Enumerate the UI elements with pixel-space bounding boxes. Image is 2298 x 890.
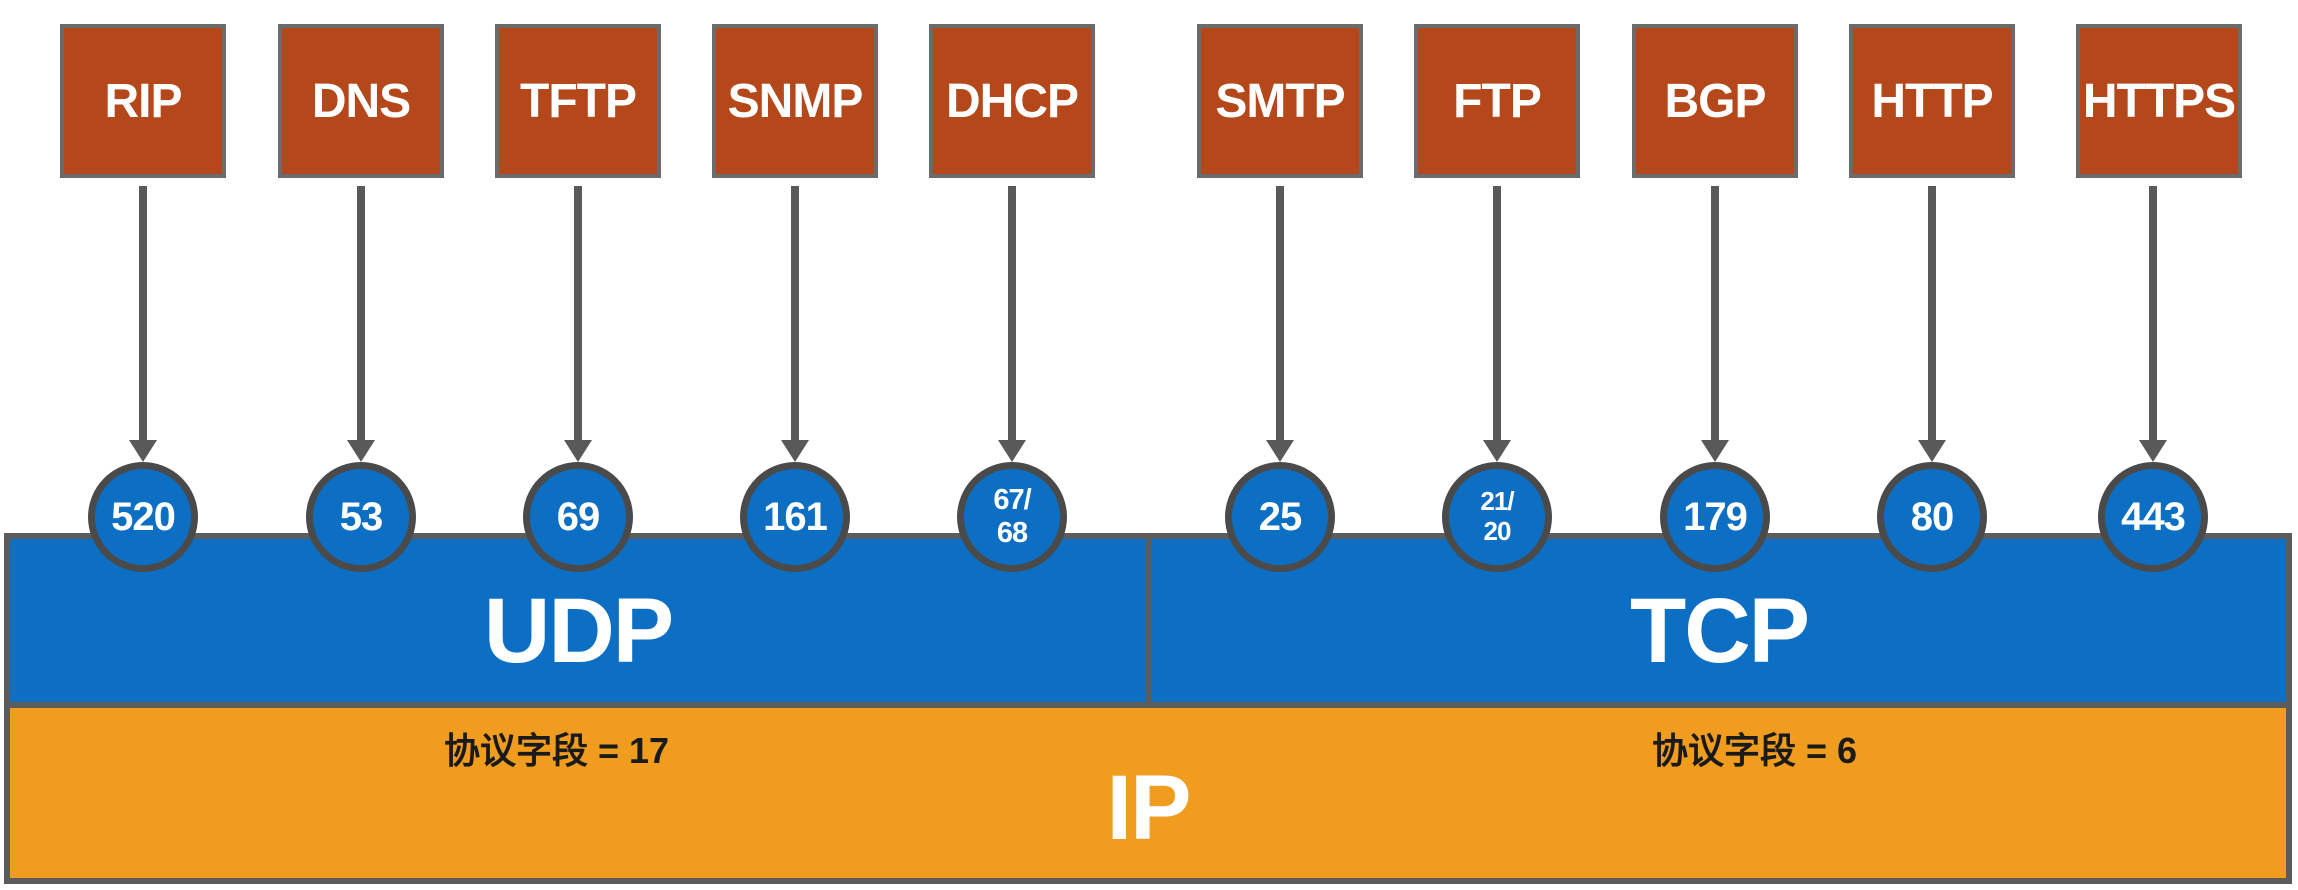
arrow-head <box>998 440 1026 462</box>
port-number: 67/ 68 <box>993 483 1031 549</box>
tcp-label: TCP <box>1630 580 1810 682</box>
arrow-line <box>1276 186 1284 448</box>
udp-protocol-field: 协议字段 = 17 <box>444 730 670 771</box>
port-circle: 69 <box>523 462 633 572</box>
arrow-head <box>1918 440 1946 462</box>
port-number: 520 <box>111 494 176 539</box>
arrow-line <box>2149 186 2157 448</box>
arrow-head <box>1701 440 1729 462</box>
port-circle: 520 <box>88 462 198 572</box>
protocol-label: HTTP <box>1871 74 1993 128</box>
protocol-box-bgp: BGP <box>1632 24 1798 178</box>
protocol-box-http: HTTP <box>1849 24 2015 178</box>
arrow-head <box>1483 440 1511 462</box>
protocol-box-snmp: SNMP <box>712 24 878 178</box>
protocol-box-dns: DNS <box>278 24 444 178</box>
arrow-line <box>574 186 582 448</box>
arrow-head <box>564 440 592 462</box>
arrow-line <box>139 186 147 448</box>
port-number: 80 <box>1910 494 1954 539</box>
port-number: 179 <box>1683 494 1748 539</box>
port-number: 53 <box>339 494 383 539</box>
arrow-head <box>1266 440 1294 462</box>
protocol-box-smtp: SMTP <box>1197 24 1363 178</box>
port-circle: 161 <box>740 462 850 572</box>
tcp-protocol-field: 协议字段 = 6 <box>1652 730 1858 771</box>
port-circle: 67/ 68 <box>957 462 1067 572</box>
protocol-label: DNS <box>311 74 411 128</box>
arrow-head <box>347 440 375 462</box>
arrow-line <box>791 186 799 448</box>
port-number: 161 <box>763 494 828 539</box>
udp-label: UDP <box>483 580 674 682</box>
protocol-box-rip: RIP <box>60 24 226 178</box>
protocol-box-tftp: TFTP <box>495 24 661 178</box>
arrow-line <box>1493 186 1501 448</box>
protocol-box-https: HTTPS <box>2076 24 2242 178</box>
protocol-label: TFTP <box>520 74 637 128</box>
protocol-box-dhcp: DHCP <box>929 24 1095 178</box>
protocol-label: HTTPS <box>2082 74 2236 128</box>
arrow-head <box>781 440 809 462</box>
protocol-label: SMTP <box>1215 74 1345 128</box>
protocol-label: DHCP <box>945 74 1079 128</box>
port-circle: 21/ 20 <box>1442 462 1552 572</box>
protocol-label: BGP <box>1664 74 1766 128</box>
port-circle: 25 <box>1225 462 1335 572</box>
protocol-label: RIP <box>104 74 182 128</box>
port-circle: 53 <box>306 462 416 572</box>
port-circle: 443 <box>2098 462 2208 572</box>
port-number: 25 <box>1258 494 1302 539</box>
arrow-line <box>1008 186 1016 448</box>
port-number: 21/ 20 <box>1480 486 1514 546</box>
port-circle: 80 <box>1877 462 1987 572</box>
ip-layer: 协议字段 = 17 协议字段 = 6 IP <box>4 702 2292 884</box>
arrow-line <box>1711 186 1719 448</box>
port-number: 443 <box>2121 494 2186 539</box>
arrow-line <box>357 186 365 448</box>
ip-label: IP <box>1106 757 1192 859</box>
arrow-line <box>1928 186 1936 448</box>
arrow-head <box>2139 440 2167 462</box>
arrow-head <box>129 440 157 462</box>
protocol-label: SNMP <box>727 74 864 128</box>
port-circle: 179 <box>1660 462 1770 572</box>
port-number: 69 <box>556 494 600 539</box>
protocol-label: FTP <box>1453 74 1542 128</box>
protocol-box-ftp: FTP <box>1414 24 1580 178</box>
